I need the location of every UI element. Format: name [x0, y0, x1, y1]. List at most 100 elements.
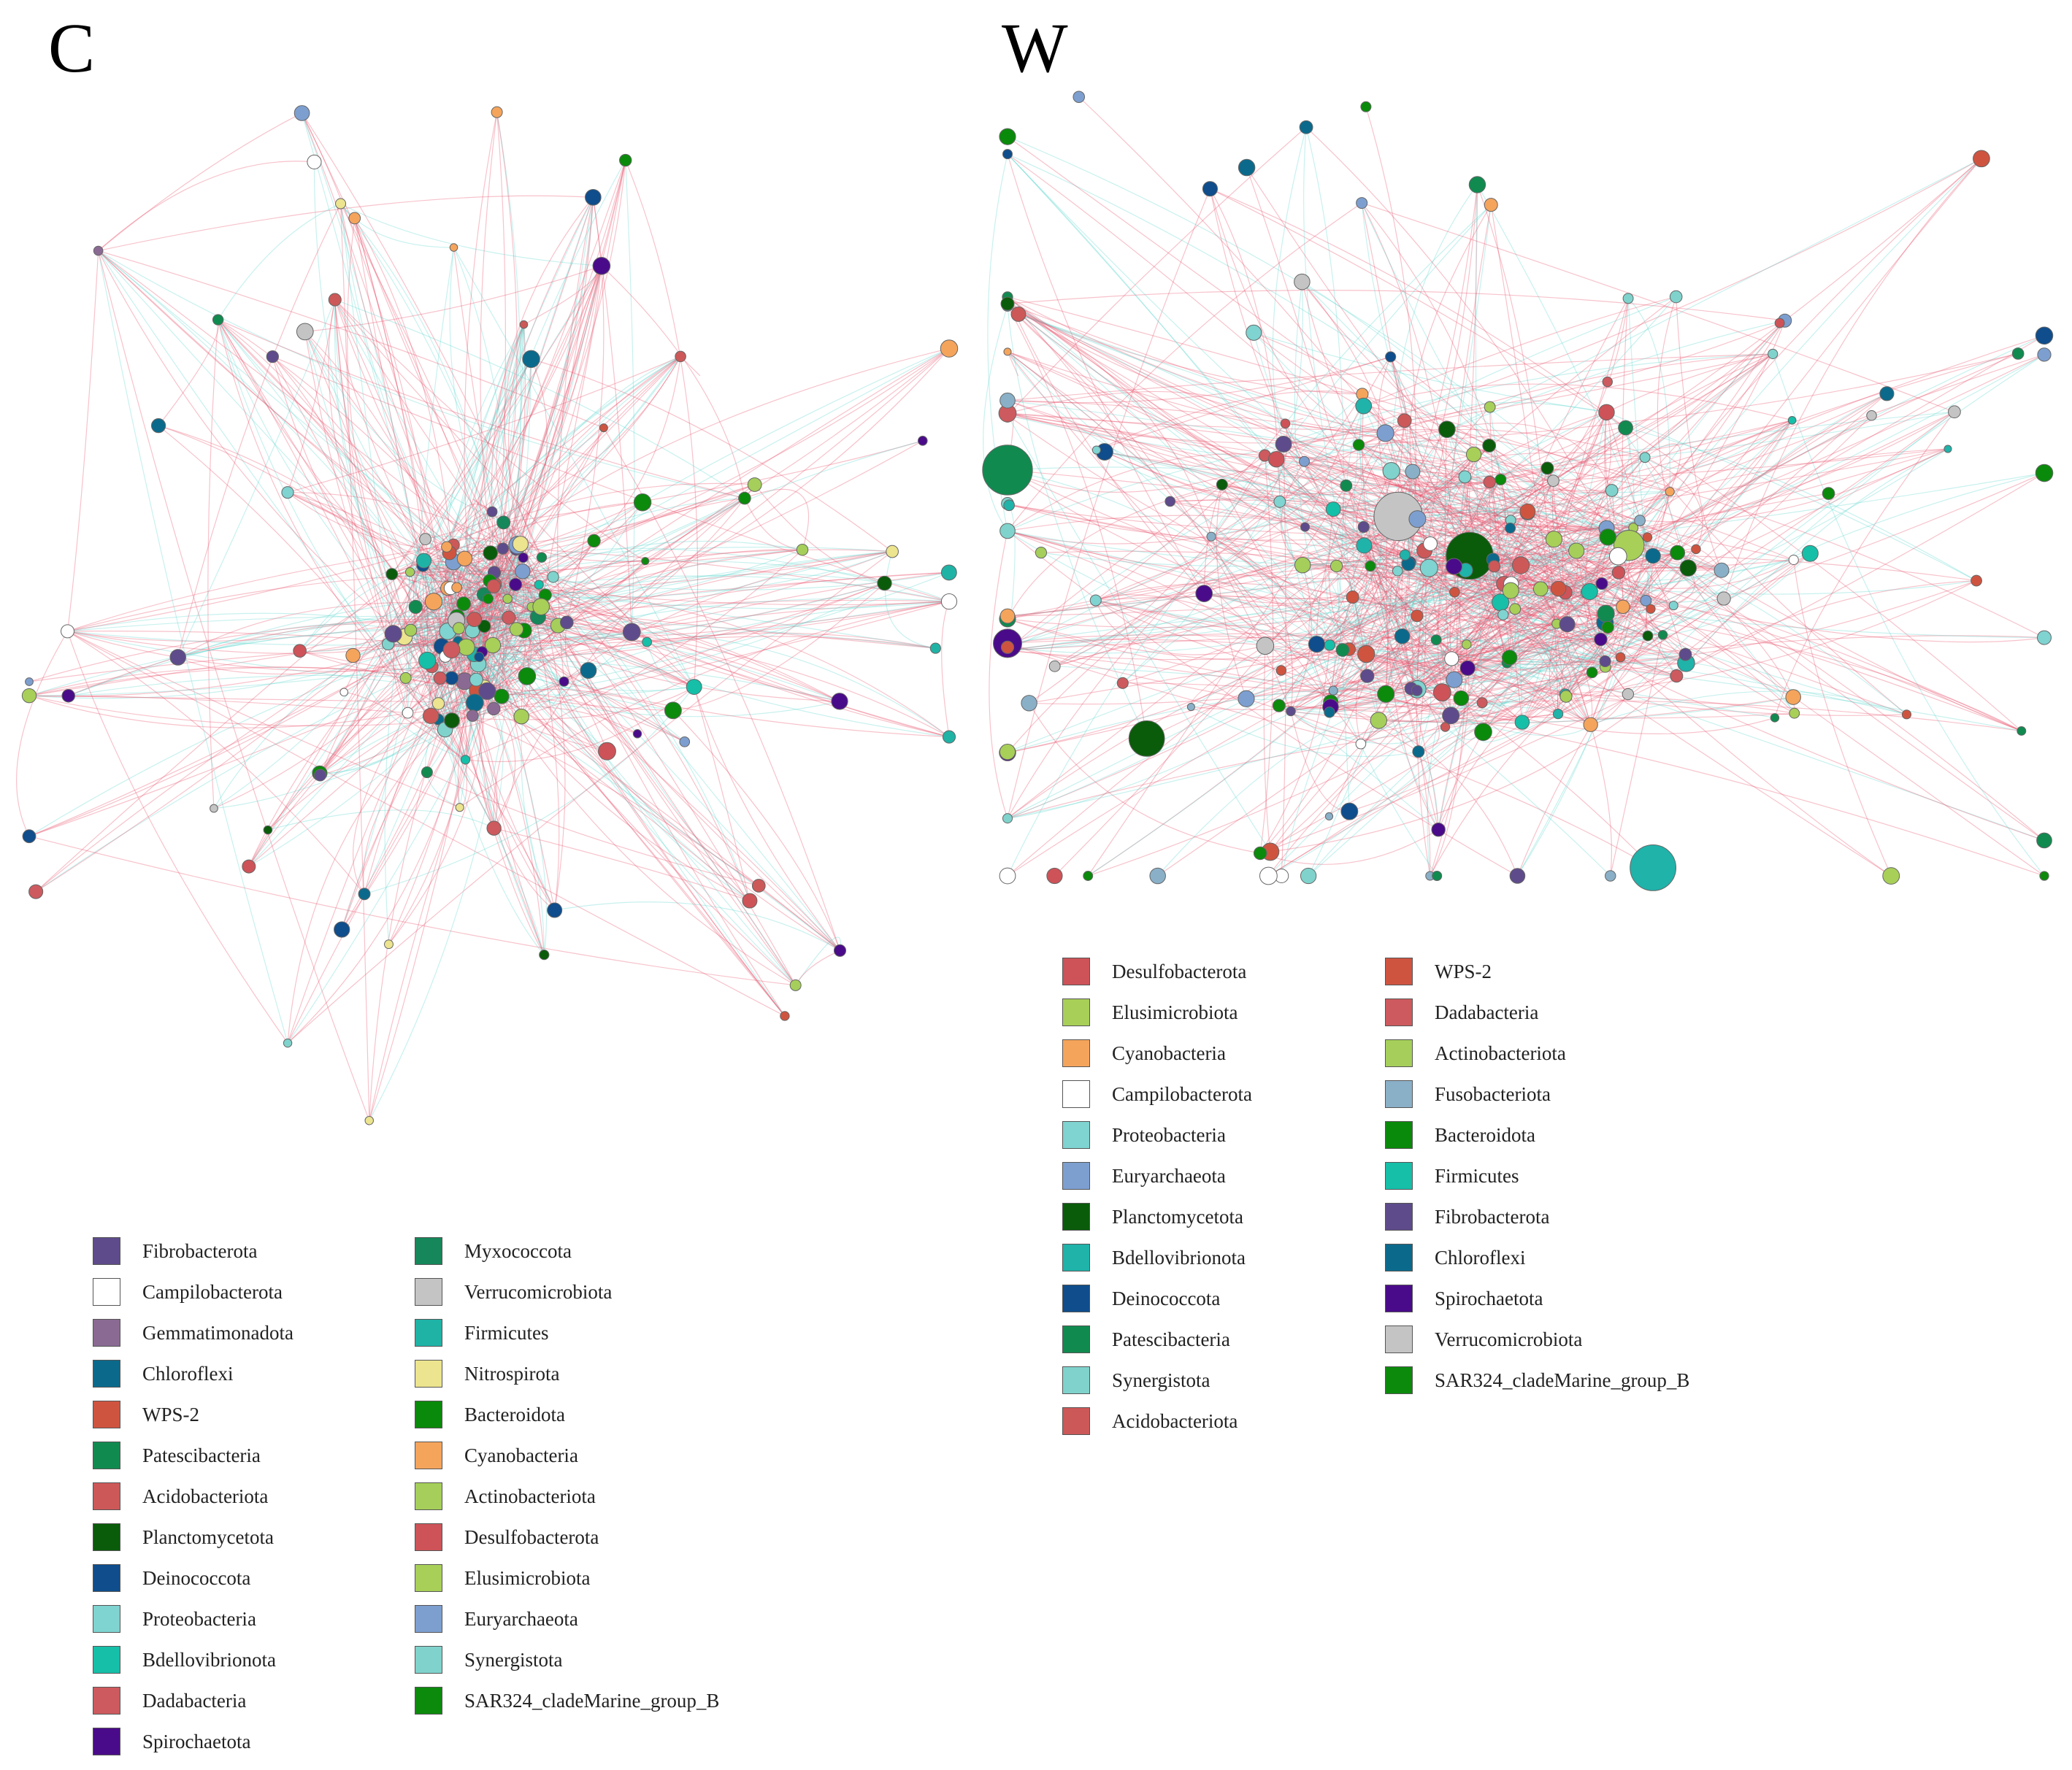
legend-label: Fibrobacterota	[1435, 1205, 1550, 1228]
network-edge	[304, 331, 504, 523]
network-node	[1547, 474, 1559, 488]
network-edge	[67, 544, 454, 632]
network-edge	[1270, 675, 1677, 853]
network-edge	[1330, 612, 1503, 703]
network-edge	[1363, 383, 1792, 421]
network-node	[467, 612, 483, 628]
network-edge	[1404, 519, 1418, 690]
network-edge	[1007, 303, 1347, 486]
network-edge	[494, 348, 950, 585]
network-edge	[1510, 501, 1648, 538]
network-edge	[353, 712, 409, 895]
network-edge	[1210, 536, 1294, 712]
network-edge	[499, 676, 522, 717]
network-edge	[744, 488, 810, 550]
network-edge	[458, 601, 950, 642]
legend-swatch	[415, 1401, 442, 1428]
network-edge	[1428, 567, 1452, 693]
network-edge	[1394, 543, 1431, 691]
network-node	[747, 477, 762, 492]
network-edge	[1467, 480, 1554, 669]
network-edge	[1281, 353, 2019, 671]
network-edge	[423, 266, 602, 561]
network-edge	[472, 630, 686, 742]
network-edge	[67, 631, 460, 808]
network-node	[452, 622, 465, 635]
network-node	[1615, 652, 1626, 663]
network-edge	[177, 299, 336, 658]
network-node	[1488, 560, 1501, 573]
network-edge	[464, 603, 840, 702]
network-edge	[1540, 588, 1612, 877]
network-edge	[1007, 351, 1280, 502]
legend-item: Spirochaetota	[1385, 1285, 1543, 1312]
network-edge	[501, 571, 529, 697]
network-edge	[287, 620, 457, 1044]
network-node	[421, 766, 433, 779]
network-edge	[503, 355, 681, 523]
network-edge	[158, 425, 495, 828]
network-edge	[447, 588, 685, 742]
network-edge	[1467, 608, 1651, 669]
legend-item: Firmicutes	[1385, 1162, 1519, 1190]
network-node	[1646, 604, 1656, 614]
network-edge	[423, 565, 553, 578]
network-edge	[694, 686, 751, 901]
network-node	[1355, 738, 1367, 750]
network-edge	[426, 772, 759, 887]
network-edge	[1510, 412, 1608, 591]
network-edge	[1358, 444, 1697, 550]
network-edge	[1657, 296, 1689, 569]
network-edge	[754, 484, 885, 584]
network-edge	[1329, 393, 1887, 713]
network-edge	[1007, 618, 1343, 661]
legend-label: Chloroflexi	[1435, 1246, 1526, 1269]
network-edge	[1122, 480, 1554, 684]
network-edge	[341, 654, 475, 930]
network-edge	[1246, 658, 1452, 700]
network-edge	[1446, 428, 1724, 599]
network-node	[1186, 703, 1195, 712]
network-edge	[1308, 552, 1678, 877]
network-node	[28, 884, 44, 899]
legend-label: Actinobacteriota	[464, 1485, 596, 1507]
network-edge	[218, 203, 341, 320]
network-edge	[1358, 353, 1773, 446]
network-edge	[1412, 454, 1475, 489]
network-edge	[408, 553, 450, 584]
network-edge	[1644, 420, 1792, 469]
network-node	[1568, 542, 1585, 559]
network-edge	[1018, 313, 1362, 395]
network-edge	[1278, 454, 1475, 707]
network-node	[402, 707, 414, 719]
network-edge	[1096, 449, 1674, 607]
network-node	[1787, 416, 1797, 425]
network-edge	[1265, 455, 1522, 566]
network-edge	[1336, 565, 1467, 645]
network-edge	[299, 561, 454, 652]
network-edge	[522, 571, 950, 738]
network-node	[345, 647, 361, 663]
network-edge	[1408, 353, 1773, 564]
legend-swatch	[93, 1278, 120, 1306]
network-node	[348, 212, 361, 225]
legend-item: Acidobacteriota	[1062, 1407, 1238, 1435]
network-edge	[1007, 351, 1332, 703]
network-edge	[1605, 353, 1773, 614]
network-edge	[477, 690, 751, 901]
network-edge	[1316, 433, 1386, 644]
network-node	[1412, 745, 1425, 758]
network-node	[1116, 677, 1129, 689]
legend-item: Nitrospirota	[415, 1360, 559, 1388]
network-edge	[426, 549, 803, 661]
network-edge	[431, 324, 524, 667]
network-edge	[364, 686, 695, 895]
network-edge	[1467, 626, 1608, 681]
network-edge	[1265, 518, 1418, 647]
network-edge	[1276, 458, 1590, 592]
network-edge	[1552, 480, 1606, 615]
network-edge	[1029, 702, 1261, 854]
network-node	[1370, 712, 1387, 729]
network-edge	[334, 299, 409, 713]
network-edge	[1397, 570, 1605, 662]
